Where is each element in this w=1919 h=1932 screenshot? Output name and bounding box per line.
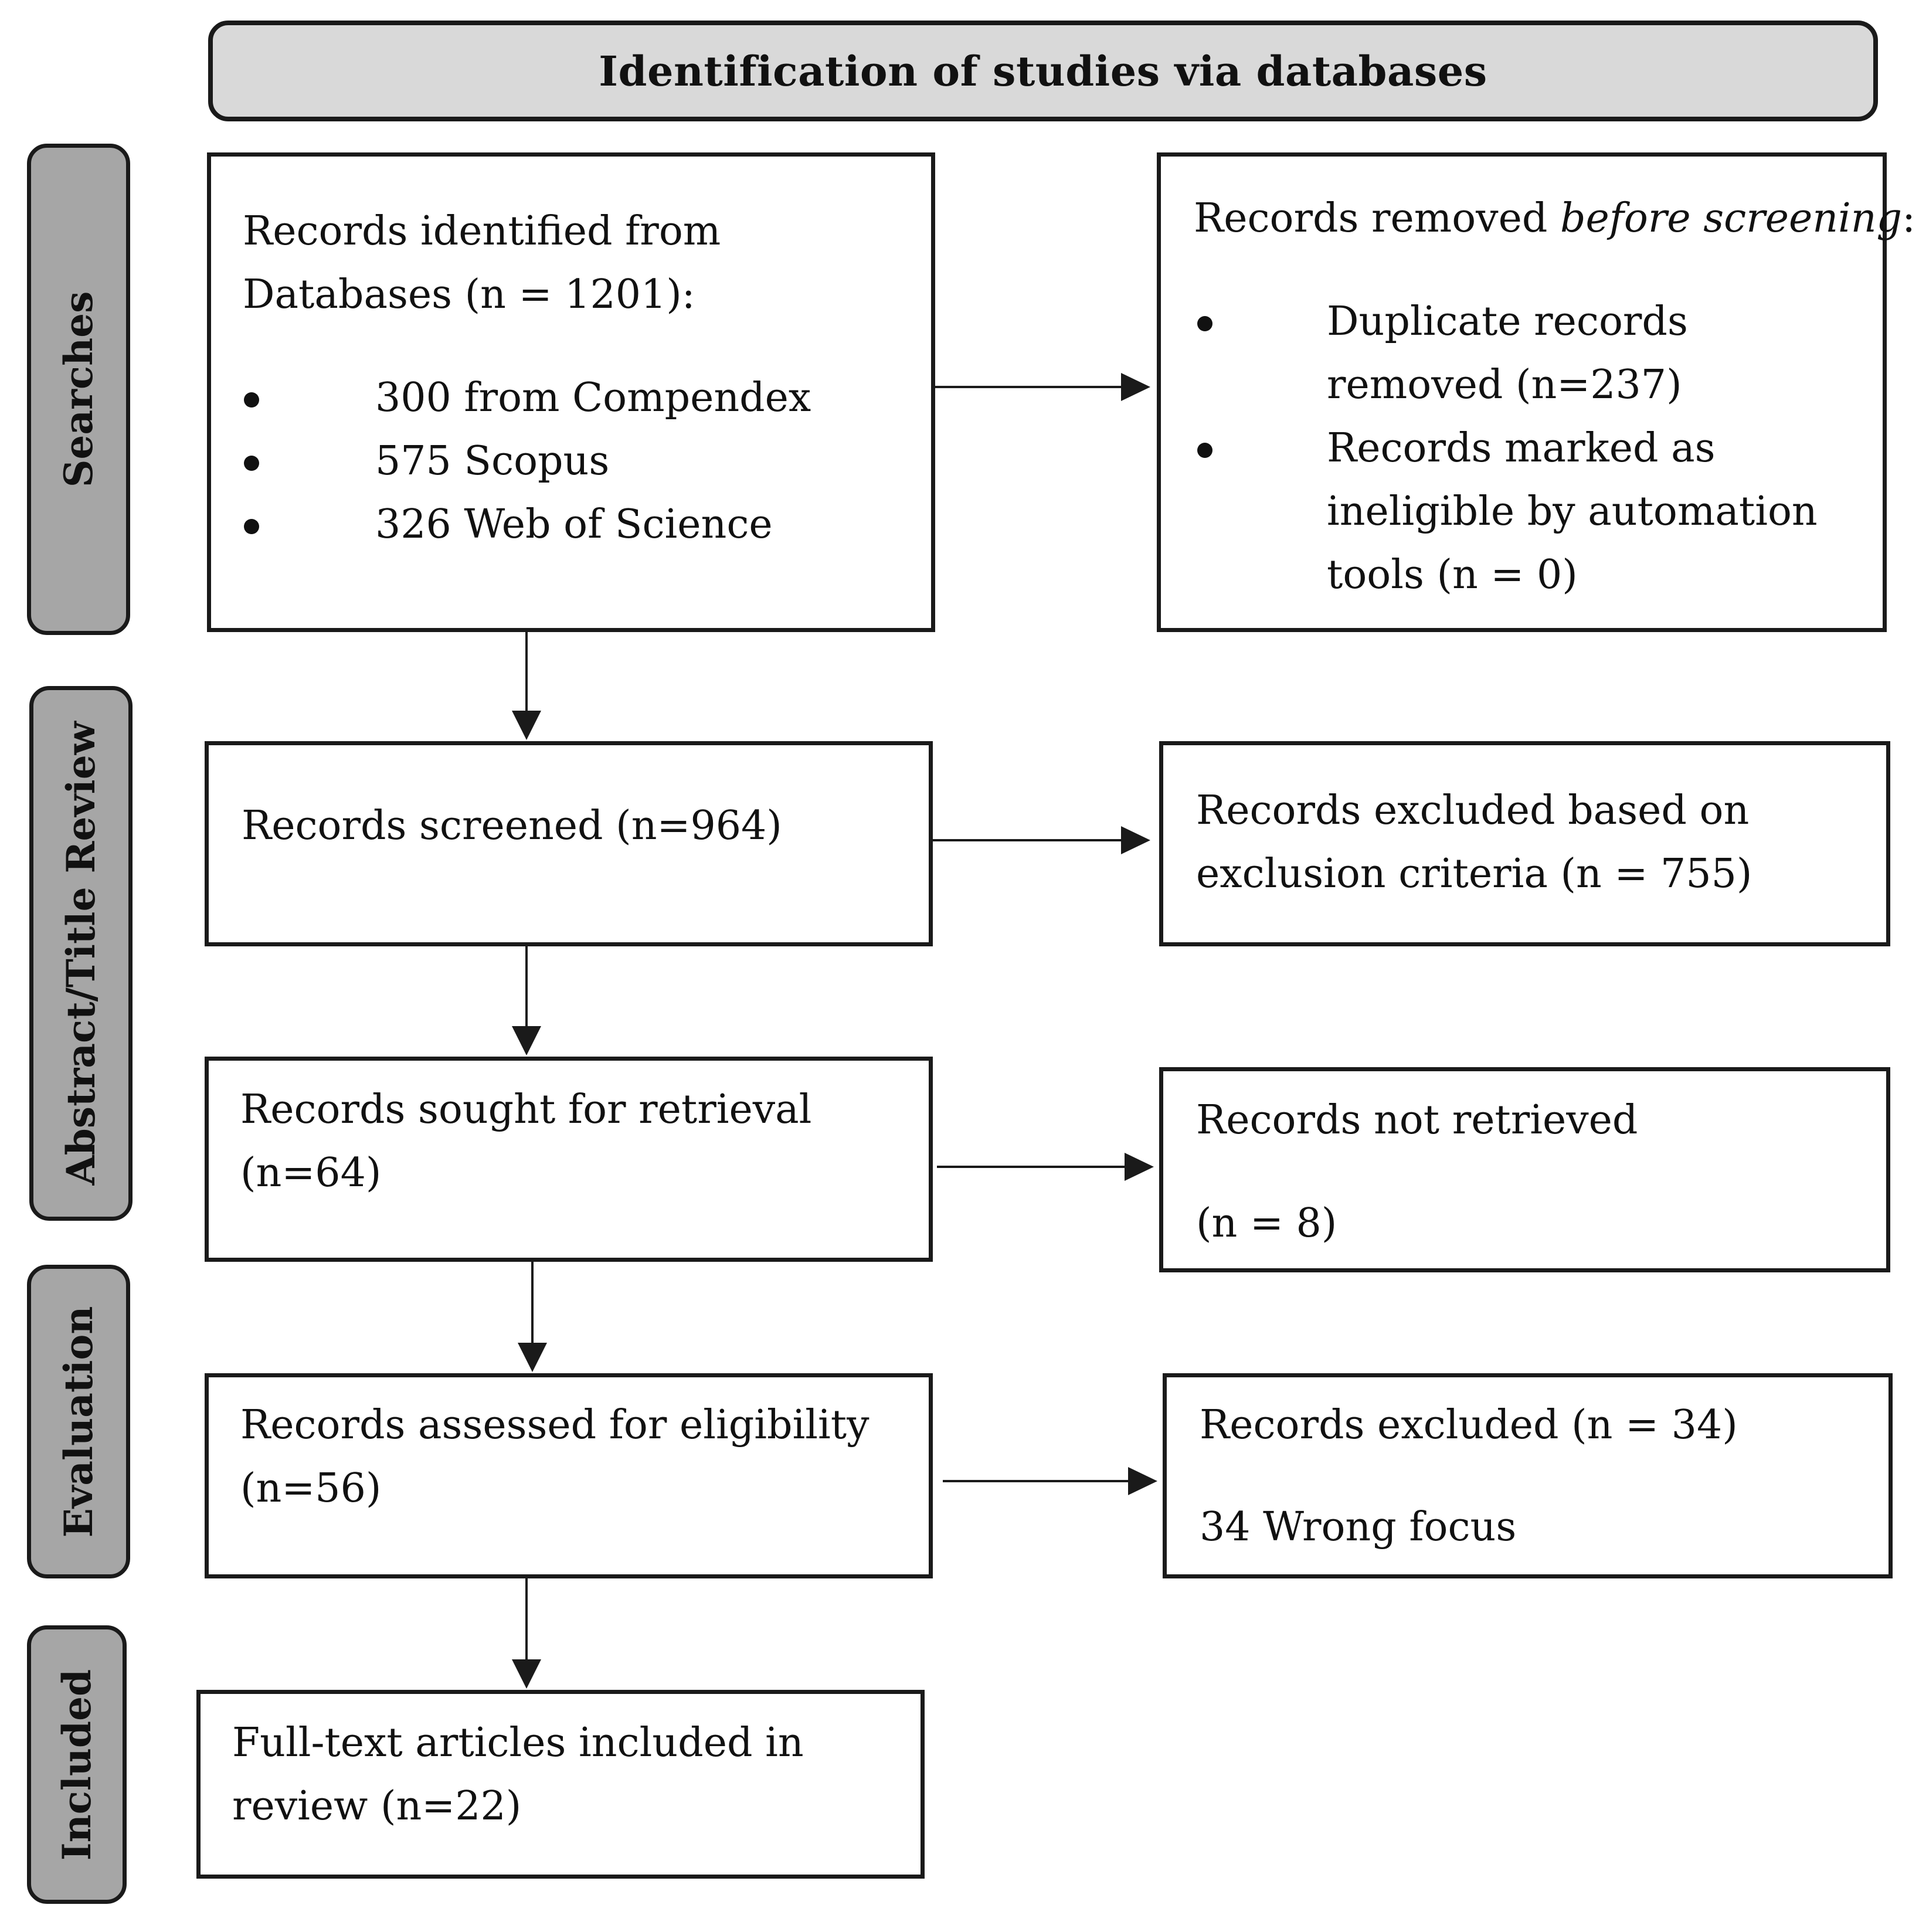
records-identified-line1: Records identified from	[243, 208, 721, 254]
bullet-icon	[1197, 316, 1212, 331]
records-assessed-box: Records assessed for eligibility (n=56)	[205, 1373, 933, 1578]
arrow-head-icon	[512, 711, 541, 740]
records-excluded-criteria-box: Records excluded based on exclusion crit…	[1159, 741, 1890, 946]
duplicate-records-line1: Duplicate records	[1327, 298, 1688, 345]
records-screened-box: Records screened (n=964)	[205, 741, 933, 946]
automation-ineligible-line2: ineligible by automation	[1327, 488, 1818, 535]
included-articles-box: Full-text articles included in review (n…	[196, 1690, 925, 1879]
phase-abstract-title-review: Abstract/Title Review	[29, 686, 133, 1221]
bullet-icon	[244, 456, 259, 471]
records-sought-line2: (n=64)	[240, 1150, 382, 1196]
records-removed-box: Records removed before screening: Duplic…	[1157, 152, 1915, 632]
records-removed-title: Records removed before screening:	[1194, 195, 1915, 242]
arrow-head-icon	[512, 1659, 541, 1689]
automation-ineligible-line3: tools (n = 0)	[1327, 552, 1578, 598]
wrong-focus-text: 34 Wrong focus	[1200, 1504, 1517, 1550]
records-excluded-criteria-line1: Records excluded based on	[1196, 787, 1750, 834]
records-excluded-box: Records excluded (n = 34) 34 Wrong focus	[1163, 1373, 1893, 1578]
records-sought-line1: Records sought for retrieval	[240, 1086, 812, 1133]
records-identified-line2: Databases (n = 1201):	[243, 271, 695, 318]
source-compendex: 300 from Compendex	[375, 375, 811, 421]
phase-searches: Searches	[27, 144, 130, 635]
records-identified-box: Records identified from Databases (n = 1…	[207, 152, 935, 632]
records-not-retrieved-line2: (n = 8)	[1196, 1200, 1337, 1247]
records-assessed-line2: (n=56)	[240, 1465, 382, 1512]
records-sought-box: Records sought for retrieval (n=64)	[205, 1057, 933, 1262]
bullet-icon	[244, 519, 259, 534]
automation-ineligible-line1: Records marked as	[1327, 425, 1716, 471]
arrow-head-icon	[518, 1343, 547, 1372]
header-title: Identification of studies via databases	[599, 46, 1487, 96]
arrow-head-icon	[1128, 1467, 1157, 1495]
included-articles-line2: review (n=22)	[232, 1783, 522, 1829]
arrow-head-icon	[1121, 826, 1150, 854]
arrow-head-icon	[1121, 373, 1150, 401]
records-screened-text: Records screened (n=964)	[242, 803, 782, 849]
phase-included: Included	[27, 1625, 127, 1904]
arrow-head-icon	[512, 1026, 541, 1055]
bullet-icon	[1197, 443, 1212, 458]
records-not-retrieved-box: Records not retrieved (n = 8)	[1159, 1067, 1890, 1272]
header-box: Identification of studies via databases	[208, 21, 1878, 121]
records-assessed-line1: Records assessed for eligibility	[240, 1402, 870, 1448]
duplicate-records-line2: removed (n=237)	[1327, 362, 1682, 408]
records-excluded-line1: Records excluded (n = 34)	[1200, 1402, 1738, 1448]
source-scopus: 575 Scopus	[375, 438, 610, 484]
source-web-of-science: 326 Web of Science	[375, 501, 773, 548]
arrow-head-icon	[1125, 1153, 1154, 1181]
bullet-icon	[244, 392, 259, 408]
records-not-retrieved-line1: Records not retrieved	[1196, 1097, 1638, 1143]
included-articles-line1: Full-text articles included in	[232, 1720, 804, 1766]
phase-evaluation: Evaluation	[27, 1265, 130, 1578]
records-excluded-criteria-line2: exclusion criteria (n = 755)	[1196, 851, 1752, 897]
